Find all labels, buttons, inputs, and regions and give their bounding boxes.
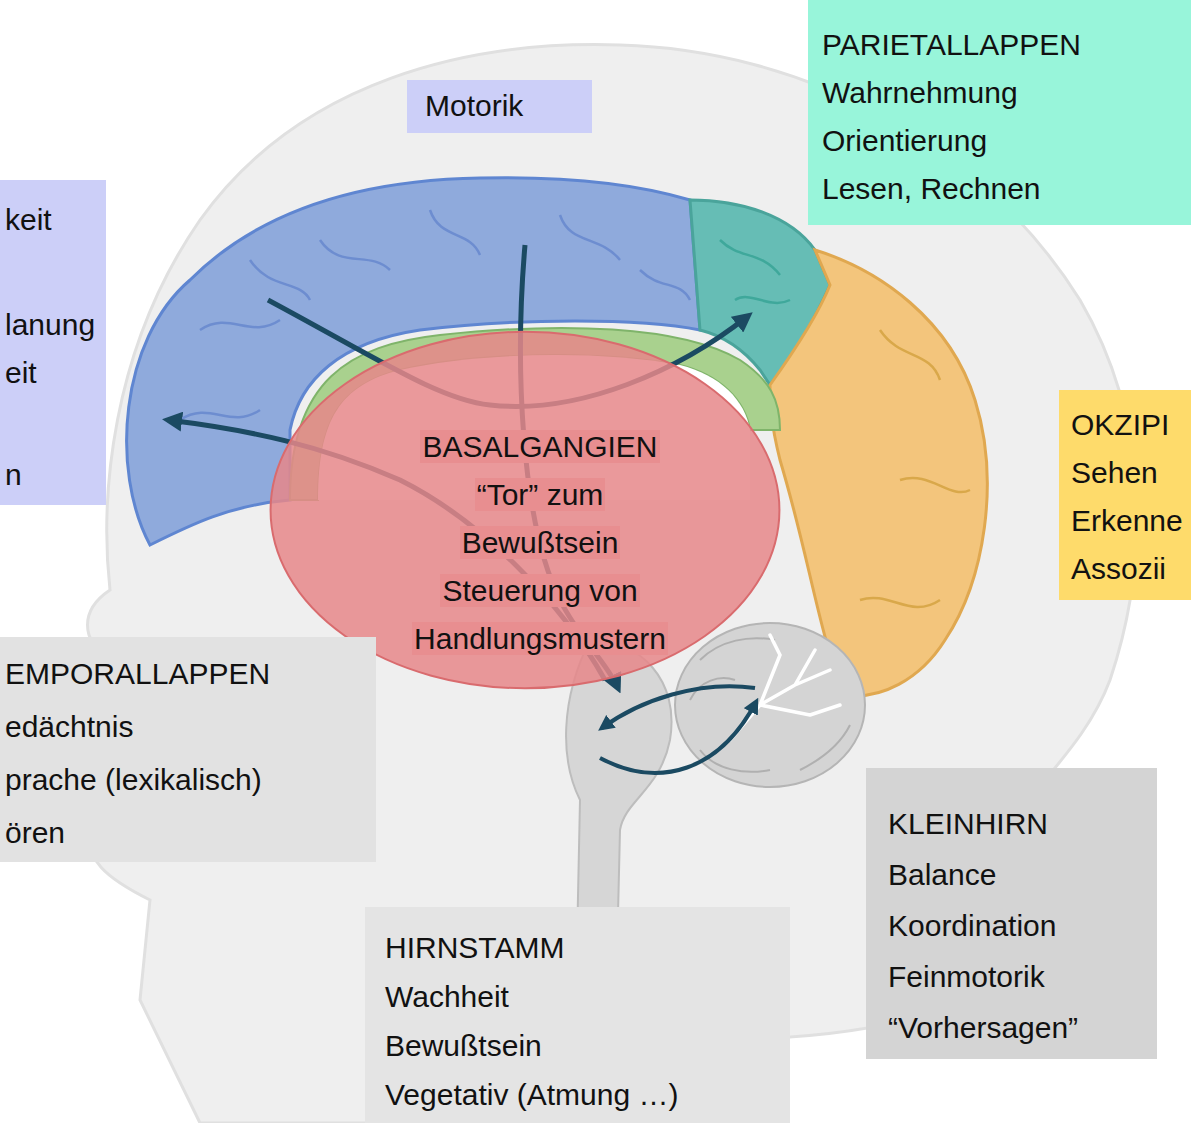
text-line: Erkenne [1071, 497, 1185, 545]
text-line: Orientierung [822, 117, 1177, 165]
region-title: keit [5, 203, 52, 236]
text-line: “Tor” zum Bewußtsein [405, 471, 675, 567]
text-stack: BASALGANGIEN “Tor” zum BewußtseinSteuerun… [405, 423, 675, 663]
text-line: lanung [5, 301, 98, 349]
text-line: Bewußtsein [385, 1021, 778, 1070]
text-line: Wahrnehmung [822, 69, 1177, 117]
function-item: Lesen, Rechnen [822, 172, 1041, 205]
function-item: eit [5, 356, 37, 389]
region-box: HIRNSTAMM WachheitBewußtseinVegetativ (At… [365, 907, 790, 1123]
text-stack: PARIETALLAPPEN WahrnehmungOrientierungLes… [822, 21, 1177, 213]
text-stack: KLEINHIRN BalanceKoordinationFeinmotorik “… [888, 798, 1145, 1053]
text-line: Lesen, Rechnen [822, 165, 1177, 213]
region-box: Motorik [407, 80, 592, 133]
ellipse-shape [271, 332, 780, 688]
function-item: Steuerung von Handlungsmustern [412, 574, 668, 655]
text-line: BASALGANGIEN [405, 423, 675, 471]
text-stack: HIRNSTAMM WachheitBewußtseinVegetativ (At… [385, 923, 778, 1119]
text-line: eit [5, 349, 98, 397]
function-item: Feinmotorik [888, 960, 1045, 993]
function-item: Wachheit [385, 980, 509, 1013]
text-line: Koordination [888, 900, 1145, 951]
text-stack: OKZIPI SehenErkenneAssozii [1071, 401, 1185, 593]
text-line: Feinmotorik [888, 951, 1145, 1002]
text-line: Assozii [1071, 545, 1185, 593]
text-line: Motorik [425, 88, 574, 124]
text-line: edächtnis [5, 700, 366, 753]
text-line: Wachheit [385, 972, 778, 1021]
parietal-gyri [720, 240, 790, 303]
function-item: Wahrnehmung [822, 76, 1018, 109]
region-box: keit lanung eit n [0, 180, 106, 505]
function-item: Orientierung [822, 124, 987, 157]
function-item: Vegetativ (Atmung …) [385, 1078, 678, 1111]
text-line: prache (lexikalisch) [5, 753, 366, 806]
region-box: PARIETALLAPPEN WahrnehmungOrientierungLes… [808, 0, 1191, 225]
text-line: ören [5, 806, 366, 859]
function-item: “Vorhersagen” [888, 1011, 1078, 1044]
function-item: “Tor” zum Bewußtsein [460, 478, 621, 559]
region-box: EMPORALLAPPEN edächtnis prache (lexikalisc… [0, 637, 376, 862]
region-title: OKZIPI [1071, 408, 1169, 441]
text-line: Sehen [1071, 449, 1185, 497]
function-item: Balance [888, 858, 996, 891]
pathway-arrow [600, 702, 756, 773]
function-item: prache (lexikalisch) [5, 763, 262, 796]
region-box: OKZIPI SehenErkenneAssozii [1059, 390, 1191, 600]
pathway-arrow [602, 686, 755, 728]
text-stack: EMPORALLAPPEN edächtnis prache (lexikalisc… [5, 647, 366, 859]
function-item: Koordination [888, 909, 1056, 942]
text-line: PARIETALLAPPEN [822, 21, 1177, 69]
function-item: n [5, 458, 22, 491]
function-item: lanung [5, 308, 95, 341]
text-line: Vegetativ (Atmung …) [385, 1070, 778, 1119]
text-line: Steuerung von Handlungsmustern [405, 567, 675, 663]
function-item: Bewußtsein [385, 1029, 542, 1062]
function-item: edächtnis [5, 710, 133, 743]
occipital-gyri [860, 330, 970, 607]
text-line: OKZIPI [1071, 401, 1185, 449]
function-item: Sehen [1071, 456, 1158, 489]
region-ellipse: BASALGANGIEN “Tor” zum BewußtseinSteuerun… [268, 330, 782, 690]
region-title: PARIETALLAPPEN [822, 28, 1081, 61]
region-title: BASALGANGIEN [420, 430, 659, 463]
function-item: ören [5, 816, 65, 849]
text-line: KLEINHIRN [888, 798, 1145, 849]
text-line: HIRNSTAMM [385, 923, 778, 972]
text-line: n [5, 451, 98, 499]
text-stack: keit lanung eit n [5, 180, 98, 499]
function-item: Assozii [1071, 552, 1166, 585]
cerebellum [675, 623, 865, 787]
function-item: Motorik [425, 89, 523, 122]
region-title: EMPORALLAPPEN [5, 657, 270, 690]
text-line: Balance [888, 849, 1145, 900]
text-line: keit [5, 196, 98, 244]
function-item: Erkenne [1071, 504, 1183, 537]
text-stack: Motorik [425, 88, 574, 124]
text-line: EMPORALLAPPEN [5, 647, 366, 700]
region-box: KLEINHIRN BalanceKoordinationFeinmotorik “… [866, 768, 1157, 1059]
region-title: KLEINHIRN [888, 807, 1048, 840]
text-line: “Vorhersagen” [888, 1002, 1145, 1053]
region-title: HIRNSTAMM [385, 931, 564, 964]
